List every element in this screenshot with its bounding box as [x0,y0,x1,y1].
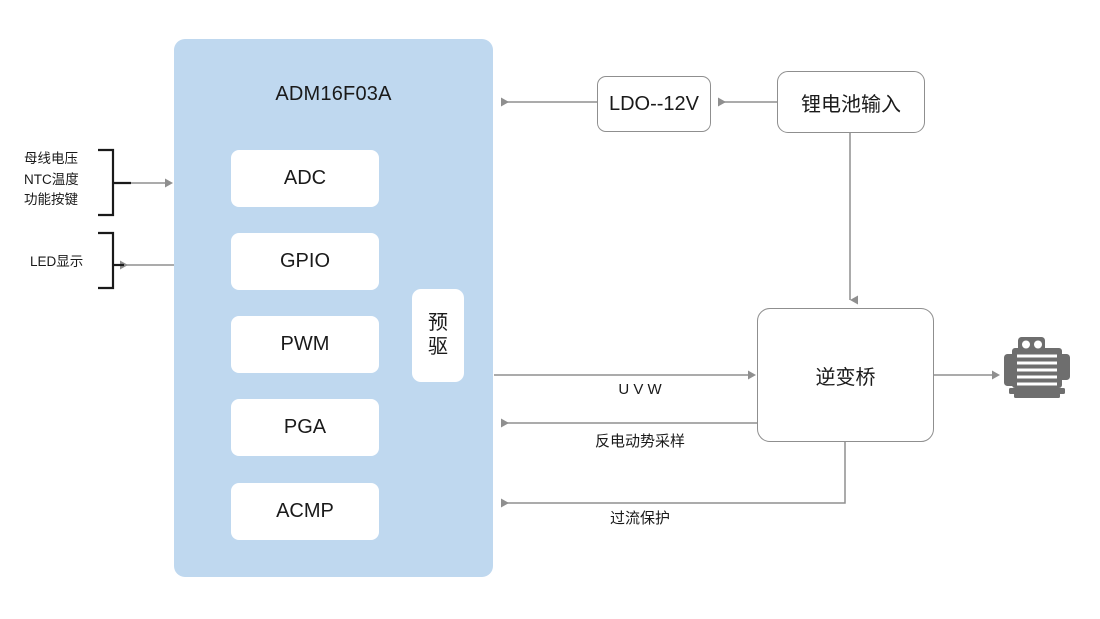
motor-icon [1001,337,1073,399]
module-gpio[interactable]: GPIO [231,233,379,290]
bracket-led [98,231,115,290]
wire-label-uvw: U V W [618,381,662,398]
input-label-bus-voltage: 母线电压 [24,151,78,166]
block-battery-input[interactable]: 锂电池输入 [777,71,925,133]
module-pga[interactable]: PGA [231,399,379,456]
wire-label-bemf: 反电动势采样 [594,433,685,450]
input-label-ntc-temperature: NTC温度 [24,171,79,187]
block-ldo[interactable]: LDO--12V [597,76,711,132]
left-input-labels: 母线电压 NTC温度 功能按键 [24,149,79,211]
wire-label-ocp: 过流保护 [609,510,670,527]
predriver-label-line2: 驱 [428,335,448,358]
predriver-label-line1: 预 [428,311,448,334]
wire-ocp [501,442,846,508]
module-adc[interactable]: ADC [231,150,379,207]
module-predriver[interactable]: 预 驱 [412,289,464,382]
output-label-led-display: LED显示 [30,254,84,269]
bracket-inputs [98,148,115,217]
input-label-function-key: 功能按键 [24,192,78,208]
block-inverter-bridge[interactable]: 逆变桥 [757,308,934,442]
module-acmp[interactable]: ACMP [231,483,379,540]
mcu-title: ADM16F03A [275,83,392,105]
module-pwm[interactable]: PWM [231,316,379,373]
left-output-labels: LED显示 [30,252,83,273]
